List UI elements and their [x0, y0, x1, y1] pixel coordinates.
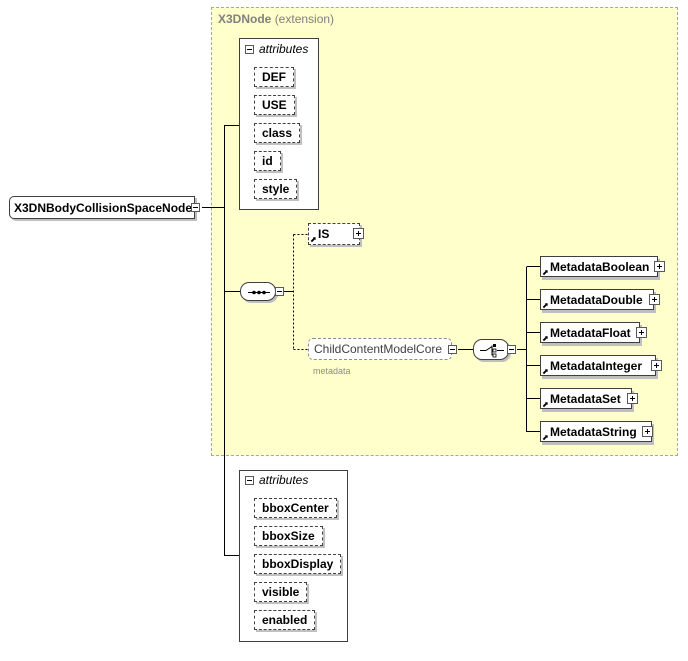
- expand-metadata-set-icon[interactable]: [627, 393, 638, 404]
- child-content-group-label: ChildContentModelCore: [314, 342, 443, 356]
- own-attributes-heading: attributes: [259, 473, 309, 487]
- extension-title: X3DNode (extension): [218, 12, 334, 26]
- expand-metadata-string-icon[interactable]: [642, 426, 653, 437]
- base-attributes-heading: attributes: [259, 42, 309, 56]
- metadata-boolean-label: MetadataBoolean: [550, 260, 650, 274]
- metadata-set-label: MetadataSet: [550, 392, 621, 406]
- reference-arrow-icon: ⬈: [542, 268, 549, 277]
- attribute-style[interactable]: style: [254, 179, 298, 199]
- choice-icon: [480, 344, 504, 358]
- collapse-sequence-icon[interactable]: [275, 287, 284, 296]
- metadata-integer-label: MetadataInteger: [550, 359, 643, 373]
- root-element-label: X3DNBodyCollisionSpaceNode: [14, 201, 193, 215]
- reference-arrow-icon: ⬈: [310, 235, 317, 244]
- sequence-icon: [248, 290, 270, 295]
- attribute-def[interactable]: DEF: [254, 67, 294, 87]
- expand-metadata-double-icon[interactable]: [649, 294, 660, 305]
- extension-suffix: (extension): [274, 12, 335, 26]
- reference-arrow-icon: ⬈: [542, 301, 549, 310]
- collapse-root-icon[interactable]: [191, 203, 200, 212]
- metadata-float-label: MetadataFloat: [550, 326, 631, 340]
- expand-metadata-integer-icon[interactable]: [651, 360, 662, 371]
- attribute-enabled[interactable]: enabled: [254, 610, 316, 630]
- reference-arrow-icon: ⬈: [542, 433, 549, 442]
- metadata-string-label: MetadataString: [550, 425, 637, 439]
- attribute-visible[interactable]: visible: [254, 582, 308, 602]
- attribute-bboxdisplay[interactable]: bboxDisplay: [254, 554, 342, 574]
- metadata-double-label: MetadataDouble: [550, 293, 643, 307]
- expand-is-icon[interactable]: [353, 228, 364, 239]
- attribute-id[interactable]: id: [254, 151, 281, 171]
- extension-name: X3DNode: [218, 12, 272, 26]
- reference-arrow-icon: ⬈: [542, 400, 549, 409]
- collapse-choice-icon[interactable]: [507, 345, 516, 354]
- expand-metadata-float-icon[interactable]: [636, 327, 647, 338]
- attribute-class[interactable]: class: [254, 123, 301, 143]
- child-content-group-sublabel: metadata: [313, 366, 351, 376]
- expand-metadata-boolean-icon[interactable]: [654, 261, 665, 272]
- reference-arrow-icon: ⬈: [542, 367, 549, 376]
- is-element-label: IS: [318, 227, 330, 241]
- collapse-group-icon[interactable]: [448, 345, 457, 354]
- attribute-use[interactable]: USE: [254, 95, 295, 115]
- choice-compositor[interactable]: [473, 339, 509, 360]
- collapse-own-attributes-icon[interactable]: [245, 476, 254, 485]
- sequence-compositor[interactable]: [240, 282, 276, 301]
- reference-arrow-icon: ⬈: [542, 334, 549, 343]
- collapse-base-attributes-icon[interactable]: [245, 45, 254, 54]
- attribute-bboxsize[interactable]: bboxSize: [254, 526, 323, 546]
- attribute-bboxcenter[interactable]: bboxCenter: [254, 498, 337, 518]
